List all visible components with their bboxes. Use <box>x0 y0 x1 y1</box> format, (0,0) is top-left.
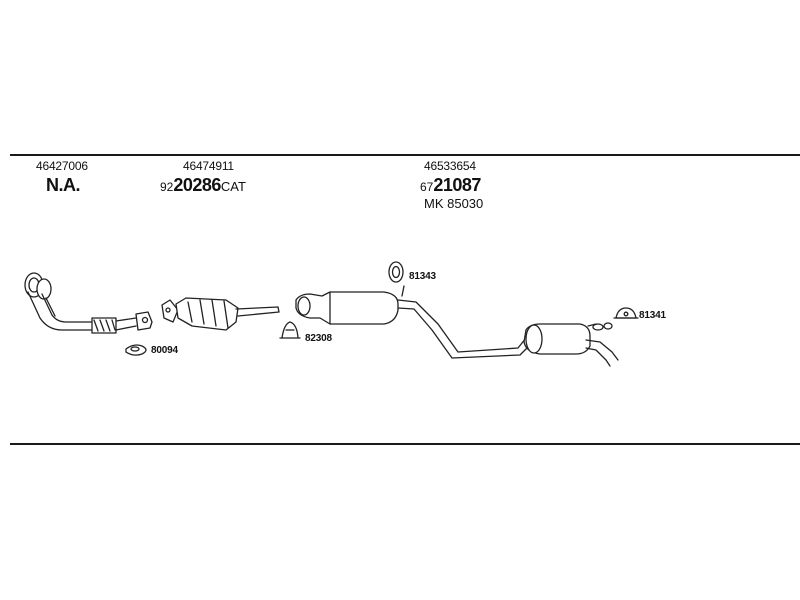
exhaust-system-code-prefix: 67 <box>420 180 434 194</box>
exhaust-system-kit: MK 85030 <box>424 196 484 211</box>
catalytic-converter-code-prefix: 92 <box>160 180 174 194</box>
exhaust-system-code-main: 21087 <box>433 175 481 195</box>
callout-clamp: 82308 <box>305 333 332 344</box>
hanger-ring-drawing <box>388 261 404 283</box>
catalytic-converter-code-suffix: CAT <box>220 179 246 194</box>
part-number-front-pipe: 46427006 <box>36 159 88 173</box>
exhaust-system-code: 6721087 <box>420 175 481 196</box>
part-number-exhaust-system: 46533654 <box>424 159 476 173</box>
top-divider <box>10 154 800 156</box>
callout-rubber-mount: 81341 <box>639 310 666 321</box>
catalytic-converter-code: 9220286CAT <box>160 175 246 196</box>
part-number-catalytic-converter: 46474911 <box>183 159 234 173</box>
middle-silencer-drawing <box>295 285 531 359</box>
gasket-drawing <box>125 344 147 356</box>
catalytic-converter-code-main: 20286 <box>173 175 221 195</box>
clamp-drawing <box>279 321 301 339</box>
bottom-divider <box>10 443 800 445</box>
front-pipe-code: N.A. <box>46 175 81 195</box>
callout-hanger-ring: 81343 <box>409 271 436 282</box>
callout-gasket: 80094 <box>151 345 178 356</box>
rear-silencer-drawing <box>523 322 619 367</box>
catalytic-converter-drawing <box>161 297 280 331</box>
rubber-mount-drawing <box>613 307 639 319</box>
front-pipe-drawing <box>24 272 153 334</box>
